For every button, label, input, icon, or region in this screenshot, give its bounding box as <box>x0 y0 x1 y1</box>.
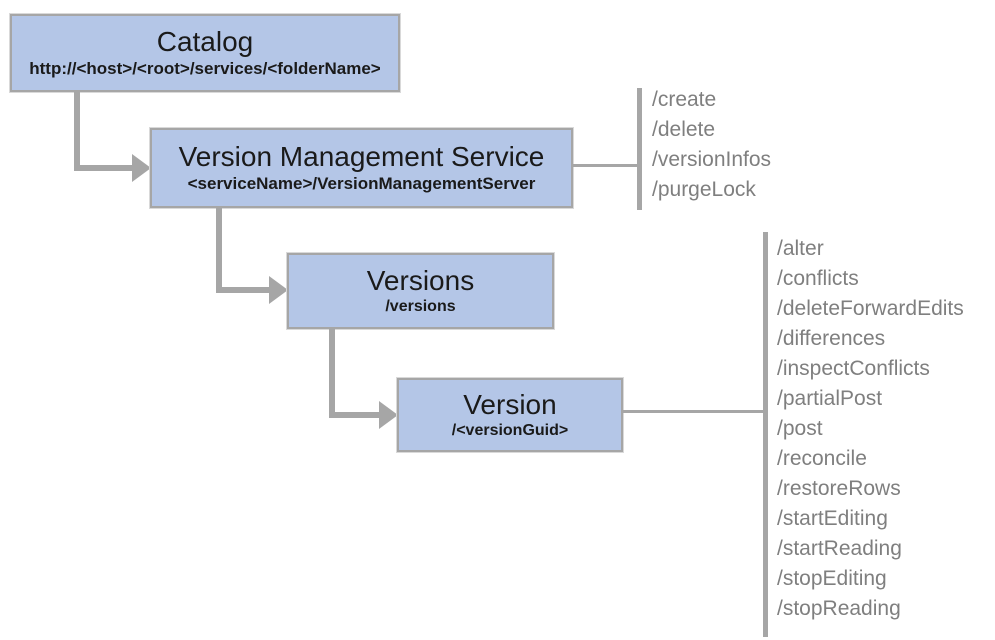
endpoint-label: /conflicts <box>777 267 859 290</box>
node-versions-path: /versions <box>385 297 456 315</box>
node-vms-path: <serviceName>/VersionManagementServer <box>187 174 536 194</box>
connector-vms-versions-horizontal <box>216 287 269 293</box>
endpoint-label: /stopEditing <box>777 567 887 590</box>
endpoint-label: /restoreRows <box>777 477 901 500</box>
node-versions: Versions /versions <box>287 253 554 329</box>
arrow-right-icon <box>379 401 398 429</box>
vms-endpoints-bracket-line <box>637 88 642 210</box>
node-version-management-service: Version Management Service <serviceName>… <box>150 128 573 208</box>
vms-endpoint-list: /create/delete/versionInfos/purgeLock <box>652 85 771 205</box>
node-vms-title: Version Management Service <box>178 140 545 172</box>
endpoint-label: /startEditing <box>777 507 888 530</box>
node-catalog: Catalog http://<host>/<root>/services/<f… <box>10 14 400 92</box>
endpoint-label: /delete <box>652 118 716 141</box>
endpoint-label: /differences <box>777 327 886 350</box>
endpoint-label: /stopReading <box>777 597 901 620</box>
endpoint-label: /deleteForwardEdits <box>777 297 964 320</box>
vms-endpoints-tether-line <box>573 164 637 167</box>
endpoint-label: /purgeLock <box>652 178 756 201</box>
connector-catalog-vms-vertical <box>74 92 80 171</box>
endpoint-label: /create <box>652 88 717 111</box>
connector-catalog-vms-horizontal <box>74 165 132 171</box>
node-version-title: Version <box>463 388 557 420</box>
connector-vms-versions-vertical <box>216 208 222 293</box>
version-endpoint-list: /alter/conflicts/deleteForwardEdits/diff… <box>777 234 964 624</box>
endpoint-label: /partialPost <box>777 387 883 410</box>
endpoint-label: /versionInfos <box>652 148 772 171</box>
arrow-right-icon <box>269 276 288 304</box>
version-endpoints-tether-line <box>623 410 763 413</box>
arrow-right-icon <box>132 154 151 182</box>
node-version: Version /<versionGuid> <box>397 378 623 452</box>
endpoint-label: /startReading <box>777 537 902 560</box>
connector-versions-version-vertical <box>329 329 335 418</box>
node-version-path: /<versionGuid> <box>451 421 569 439</box>
endpoint-label: /post <box>777 417 823 440</box>
node-catalog-title: Catalog <box>156 25 254 57</box>
endpoint-label: /alter <box>777 237 824 260</box>
connector-versions-version-horizontal <box>329 412 379 418</box>
endpoint-label: /reconcile <box>777 447 867 470</box>
node-versions-title: Versions <box>366 264 475 296</box>
node-catalog-url: http://<host>/<root>/services/<folderNam… <box>29 59 381 79</box>
endpoint-label: /inspectConflicts <box>777 357 930 380</box>
version-endpoints-bracket-line <box>763 232 768 637</box>
